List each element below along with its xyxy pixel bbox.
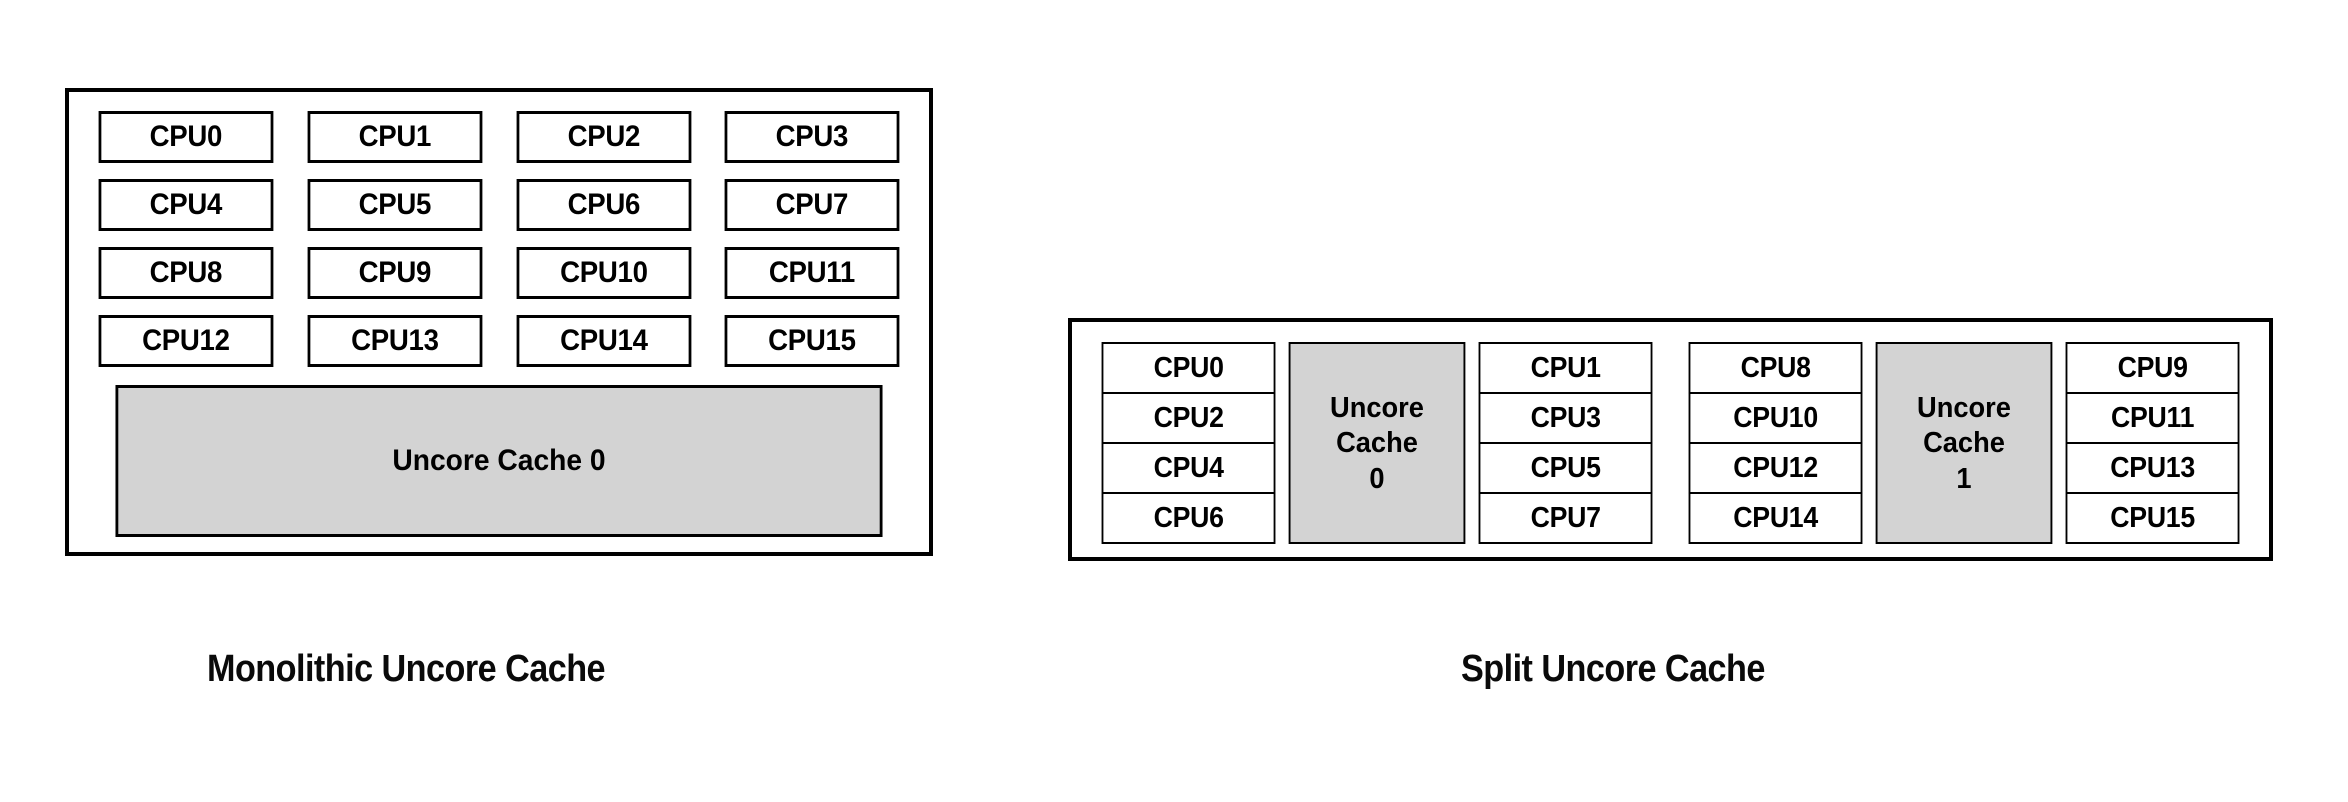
cpu-box: CPU9 [2065, 342, 2240, 394]
uncore-cache-label-line: Uncore [1916, 391, 2011, 424]
cluster-right-cpu-column: CPU1 CPU3 CPU5 CPU7 [1471, 342, 1660, 544]
cpu-cluster: CPU0 CPU2 CPU4 CPU6 Uncore Cache 0 CPU1 … [1094, 342, 1661, 544]
cluster-left-cpu-column: CPU8 CPU10 CPU12 CPU14 [1681, 342, 1870, 544]
cpu-box: CPU12 [1688, 442, 1863, 494]
cluster-left-cpu-column: CPU0 CPU2 CPU4 CPU6 [1094, 342, 1283, 544]
split-package-frame: CPU0 CPU2 CPU4 CPU6 Uncore Cache 0 CPU1 … [1068, 318, 2273, 561]
cpu-box: CPU8 [1688, 342, 1863, 394]
cpu-box: CPU8 [98, 247, 274, 299]
cpu-box: CPU6 [516, 179, 691, 231]
cpu-box: CPU9 [307, 247, 482, 299]
uncore-cache-index: 0 [1369, 462, 1385, 495]
cpu-box: CPU10 [516, 247, 691, 299]
cpu-box: CPU13 [2065, 442, 2240, 494]
cpu-box: CPU14 [516, 315, 691, 367]
monolithic-cpu-grid: CPU0 CPU1 CPU2 CPU3 CPU4 CPU5 CPU6 CPU7 … [91, 111, 907, 367]
cpu-box: CPU11 [724, 247, 900, 299]
cluster-right-cpu-column: CPU9 CPU11 CPU13 CPU15 [2058, 342, 2247, 544]
cpu-box: CPU12 [98, 315, 274, 367]
monolithic-caption: Monolithic Uncore Cache [207, 648, 606, 690]
uncore-cache-block: Uncore Cache 0 [1288, 342, 1466, 544]
cpu-box: CPU4 [1101, 442, 1276, 494]
uncore-cache-label-line: Cache [1922, 427, 2005, 460]
cpu-box: CPU0 [1101, 342, 1276, 394]
uncore-cache-block: Uncore Cache 0 [115, 385, 883, 537]
uncore-cache-index: 1 [1956, 462, 1972, 495]
cpu-cluster: CPU8 CPU10 CPU12 CPU14 Uncore Cache 1 CP… [1681, 342, 2248, 544]
cpu-box: CPU3 [724, 111, 900, 163]
uncore-cache-label-line: Cache [1336, 427, 1419, 460]
cpu-box: CPU13 [307, 315, 482, 367]
cpu-box: CPU7 [724, 179, 900, 231]
split-caption: Split Uncore Cache [1461, 648, 1765, 690]
cpu-box: CPU15 [724, 315, 900, 367]
cpu-box: CPU0 [98, 111, 274, 163]
cpu-box: CPU11 [2065, 392, 2240, 444]
cpu-box: CPU15 [2065, 492, 2240, 544]
cpu-box: CPU2 [1101, 392, 1276, 444]
cpu-box: CPU14 [1688, 492, 1863, 544]
monolithic-uncore-cache-diagram: CPU0 CPU1 CPU2 CPU3 CPU4 CPU5 CPU6 CPU7 … [65, 88, 933, 556]
cpu-box: CPU3 [1478, 392, 1653, 444]
cpu-box: CPU1 [307, 111, 482, 163]
cpu-box: CPU5 [307, 179, 482, 231]
cpu-box: CPU7 [1478, 492, 1653, 544]
split-uncore-cache-diagram: CPU0 CPU2 CPU4 CPU6 Uncore Cache 0 CPU1 … [1068, 318, 2273, 561]
cpu-box: CPU2 [516, 111, 691, 163]
cpu-box: CPU4 [98, 179, 274, 231]
uncore-cache-label-line: Uncore [1330, 391, 1425, 424]
cpu-box: CPU10 [1688, 392, 1863, 444]
cpu-box: CPU1 [1478, 342, 1653, 394]
cpu-box: CPU5 [1478, 442, 1653, 494]
cpu-box: CPU6 [1101, 492, 1276, 544]
monolithic-package-frame: CPU0 CPU1 CPU2 CPU3 CPU4 CPU5 CPU6 CPU7 … [65, 88, 933, 556]
uncore-cache-block: Uncore Cache 1 [1875, 342, 2053, 544]
